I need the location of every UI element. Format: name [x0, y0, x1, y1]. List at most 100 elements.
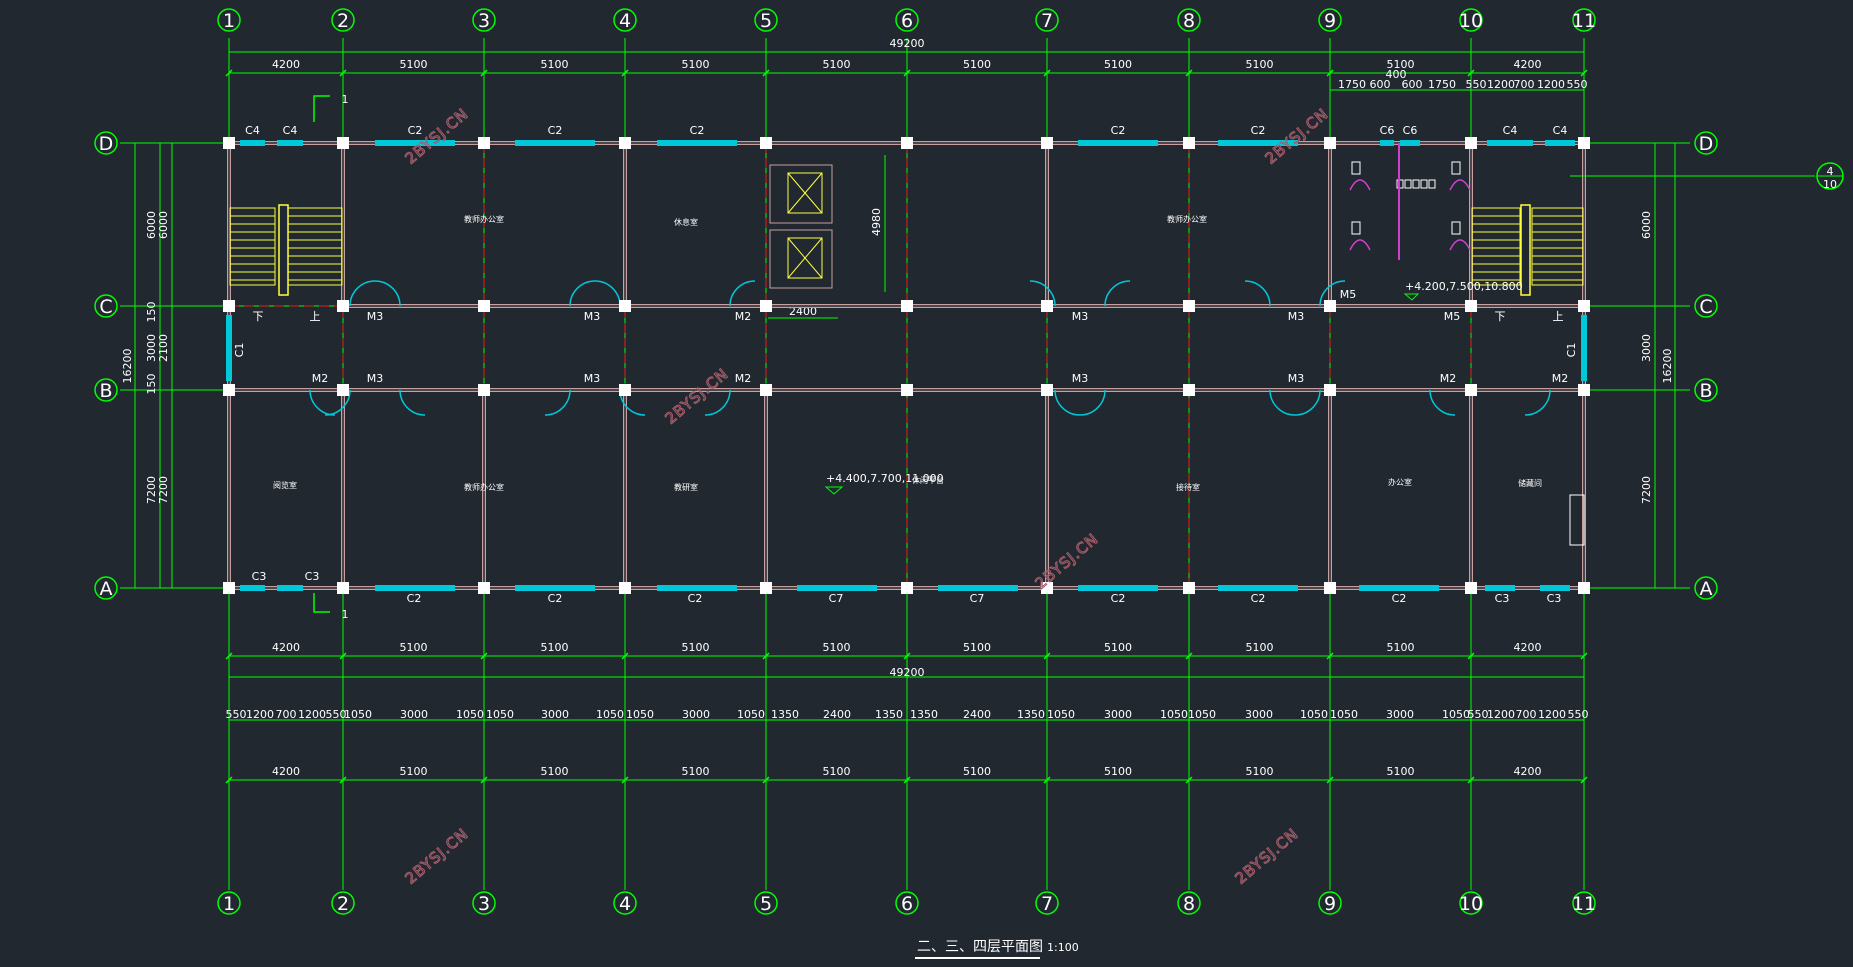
- dim-text: 5100: [1246, 765, 1274, 778]
- dim-tick: [1185, 652, 1193, 660]
- dim-left-sub-text: 7200: [145, 476, 158, 504]
- window-label: C2: [407, 592, 422, 605]
- dim-left-sub-text: 3000: [145, 334, 158, 362]
- door-label: M3: [1072, 310, 1089, 323]
- dim-tick: [762, 776, 770, 784]
- dim-left-sub-text: 150: [145, 302, 158, 323]
- dim-text: 4200: [272, 641, 300, 654]
- window-label: C3: [1495, 592, 1510, 605]
- toilet-bowl: [1451, 161, 1461, 175]
- column: [1183, 300, 1195, 312]
- grid-bubble-9: [1318, 8, 1342, 32]
- dim-detail-bottom-text: 3000: [682, 708, 710, 721]
- dim-detail-bottom-text: 550: [326, 708, 347, 721]
- elevation-symbol: [824, 486, 844, 495]
- grid-label-9: 9: [1324, 893, 1336, 915]
- dim-tick: [903, 776, 911, 784]
- dim-tick: [225, 652, 233, 660]
- window-side-west: [226, 315, 232, 381]
- stair-label: 上: [310, 310, 321, 323]
- dim-text: 4200: [1514, 641, 1542, 654]
- dim-detail-top-text: 600: [1370, 78, 1391, 91]
- detail-ref-bottom: 10: [1823, 178, 1837, 191]
- grid-label-6: 6: [901, 10, 913, 32]
- dim-detail-bottom-text: 1050: [737, 708, 765, 721]
- grid-bubble-A: [1694, 576, 1718, 600]
- column: [1465, 384, 1477, 396]
- door-label: M3: [584, 310, 601, 323]
- dim-detail-bottom-text: 1050: [1160, 708, 1188, 721]
- grid-label-4: 4: [619, 10, 631, 32]
- grid-label-8: 8: [1183, 10, 1195, 32]
- dim-detail-bottom-text: 1050: [596, 708, 624, 721]
- column: [619, 582, 631, 594]
- room-label-r6: 办公室: [1388, 477, 1412, 487]
- door-label: M2: [735, 310, 752, 323]
- window-label: C6: [1403, 124, 1418, 137]
- toilet-bowl: [1351, 161, 1361, 175]
- grid-bubble-A: [94, 576, 118, 600]
- column: [1324, 300, 1336, 312]
- door-swing-b: [1524, 389, 1551, 416]
- dim-detail-top-text: 1200: [1537, 78, 1565, 91]
- window-label: C4: [283, 124, 298, 137]
- window-top: [1218, 140, 1298, 146]
- dim-detail-bottom-text: 1050: [344, 708, 372, 721]
- window-top: [515, 140, 595, 146]
- grid-label-B: B: [99, 380, 112, 402]
- grid-label-6: 6: [901, 893, 913, 915]
- grid-bubble-8: [1177, 8, 1201, 32]
- dim-text: 5100: [1246, 58, 1274, 71]
- dim-text: 4200: [272, 765, 300, 778]
- grid-label-1: 1: [223, 893, 235, 915]
- toilet-stall-door: [1349, 239, 1371, 251]
- grid-bubble-7: [1035, 8, 1059, 32]
- grid-label-2: 2: [337, 10, 349, 32]
- storage-shelf: [1569, 494, 1585, 546]
- stair-west-right: [287, 207, 343, 286]
- door-swing-c: [1104, 280, 1131, 307]
- watermark: 2BYSJ.CN: [1262, 105, 1332, 168]
- window-bottom: [797, 585, 877, 591]
- elevator-shaft: [769, 229, 833, 289]
- toilet-bowl: [1451, 221, 1461, 235]
- door-swing-b: [544, 389, 571, 416]
- dim-text: 5100: [823, 765, 851, 778]
- door-swing-c: [729, 280, 756, 307]
- axis-lines: [120, 38, 1690, 890]
- door-swing-c: [594, 280, 621, 307]
- door-swing-b: [1269, 389, 1296, 416]
- dim-detail-bottom-text: 1350: [1017, 708, 1045, 721]
- room-label-r7: 储藏间: [1518, 478, 1542, 488]
- column: [478, 137, 490, 149]
- dim-detail-bottom-text: 700: [1516, 708, 1537, 721]
- stairs: [229, 204, 1584, 296]
- window-bottom: [375, 585, 455, 591]
- dim-tick: [339, 69, 347, 77]
- grid-label-A: A: [1700, 578, 1713, 600]
- dim-right-sub-text: 3000: [1640, 334, 1653, 362]
- grid-label-5: 5: [760, 893, 772, 915]
- window-label: C2: [1251, 124, 1266, 137]
- window-label: C1: [1565, 343, 1578, 358]
- stair-label: 上: [1553, 310, 1564, 323]
- column: [1324, 582, 1336, 594]
- dim-detail-top-text: 1200: [1487, 78, 1515, 91]
- grid-label-B: B: [1699, 380, 1712, 402]
- door-swing-b: [704, 389, 731, 416]
- dim-detail-top-text: 400: [1386, 68, 1407, 81]
- dim-detail-bottom-text: 1350: [875, 708, 903, 721]
- window-bottom: [515, 585, 595, 591]
- grid-bubble-4: [613, 891, 637, 915]
- dim-text: 5100: [963, 58, 991, 71]
- toilet-bowl: [1351, 221, 1361, 235]
- grid-bubble-8: [1177, 891, 1201, 915]
- door-swing-c: [1029, 280, 1056, 307]
- door-swing-c: [1244, 280, 1271, 307]
- dim-detail-bottom-text: 1350: [910, 708, 938, 721]
- door-label: M3: [584, 372, 601, 385]
- column: [1041, 300, 1053, 312]
- room-label-r4: 教研室: [674, 482, 698, 492]
- column: [223, 582, 235, 594]
